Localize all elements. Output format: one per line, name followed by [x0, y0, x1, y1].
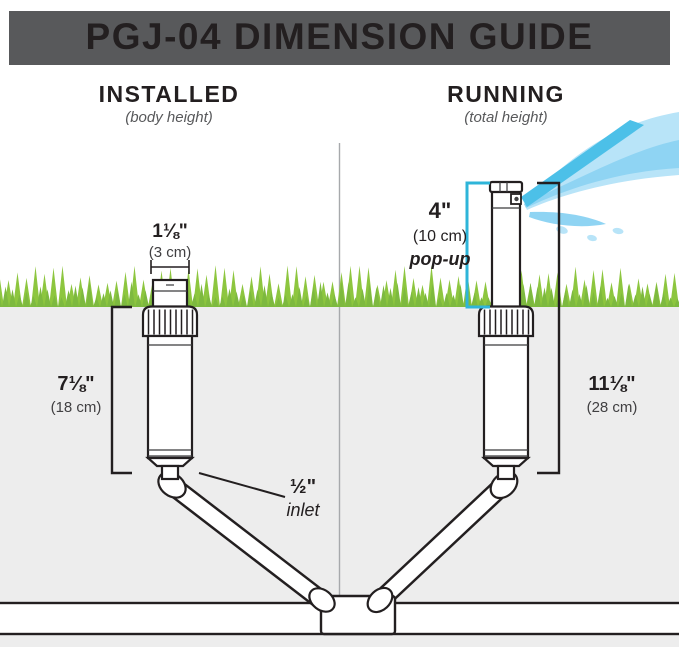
collar-ribs [147, 309, 194, 335]
cap-width-metric: (3 cm) [149, 244, 192, 261]
running-sprinkler [477, 180, 535, 481]
spray-fan-mid [524, 140, 679, 208]
total-height-imperial: 11⅛" [588, 373, 635, 395]
installed-subheading: (body height) [125, 109, 213, 126]
left-swing-pipe-fill [173, 484, 339, 616]
spray-droplet [612, 227, 624, 235]
installed-sprinkler [141, 278, 199, 481]
sprinkler-body [482, 334, 530, 460]
pop-up-height-bracket [465, 181, 490, 309]
body-taper [481, 456, 531, 468]
pop-up-label: pop-up [409, 249, 471, 269]
installed-heading: INSTALLED [99, 81, 240, 107]
cap-width-imperial: 1⅛" [152, 221, 187, 242]
right-bottom-elbow [366, 586, 394, 614]
spray-droplet [587, 234, 597, 242]
total-height-metric: (28 cm) [587, 399, 638, 416]
riser-cap [488, 180, 524, 194]
inlet-fitting [496, 464, 516, 481]
spray-jet [521, 120, 644, 207]
page-title: PGJ-04 DIMENSION GUIDE [86, 16, 594, 57]
inlet-label: inlet [286, 500, 320, 520]
pipe-system [0, 470, 679, 636]
spray-fan-light [524, 112, 679, 210]
inlet-fitting [160, 464, 180, 481]
body-height-metric: (18 cm) [51, 399, 102, 416]
left-swing-pipe [171, 482, 341, 618]
running-subheading: (total height) [464, 109, 547, 126]
body-taper [145, 456, 195, 468]
sprinkler-body [146, 334, 194, 460]
inlet-size: ½" [290, 476, 316, 498]
sprinkler-cap [151, 278, 189, 309]
collar-ribs [483, 309, 530, 335]
pop-up-metric: (10 cm) [413, 228, 467, 245]
pop-up-riser [490, 188, 522, 310]
inlet-leader-line [198, 472, 286, 498]
total-height-bracket [537, 181, 561, 475]
water-spray [521, 112, 679, 242]
pop-up-imperial: 4" [429, 198, 452, 223]
body-height-imperial: 7⅛" [57, 373, 94, 395]
spray-lower-stream [529, 211, 606, 227]
left-bottom-elbow [308, 587, 336, 613]
body-height-bracket [110, 305, 132, 475]
nozzle-orifice [514, 196, 519, 202]
header-bar [9, 11, 670, 65]
running-heading: RUNNING [447, 81, 565, 107]
